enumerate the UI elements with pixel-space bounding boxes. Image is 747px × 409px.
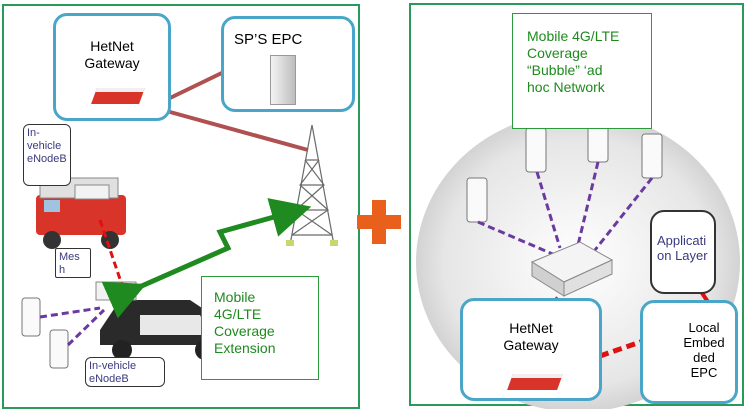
application-layer-label: Applicati on Layer [657,233,708,263]
mesh-label: Mes h [55,248,91,278]
phone-icon [466,117,663,223]
hetnet-gateway-right-box [460,298,602,401]
local-epc-box [640,300,738,404]
gateway-device-icon [91,88,145,104]
in-vehicle-enodeb-bottom: In-vehicle eNodeB [85,357,165,387]
coverage-arrow [101,198,312,319]
mesh-link-purple-2 [66,308,106,347]
link-gateway-tower [169,110,309,152]
hub-device-icon [530,241,614,297]
sp-epc-label: SP’S EPC [234,31,303,48]
cell-tower-icon [286,124,338,246]
mesh-links-purple [477,161,654,257]
server-icon [270,55,296,105]
application-layer-box [650,210,716,294]
in-vehicle-enodeb-top: In- vehicle eNodeB [23,124,71,186]
coverage-extension-label: Mobile 4G/LTE Coverage Extension [201,276,319,380]
local-epc-label: Local Embed ded EPC [683,320,725,380]
link-gateway-epc-local [599,337,647,359]
gateway-device-right-icon [507,374,563,390]
hetnet-gateway-label: HetNet Gateway [84,38,140,71]
hetnet-gateway-right-label: HetNet Gateway [503,320,559,353]
fire-truck-icon [36,177,126,249]
mesh-link-purple-1 [39,306,101,319]
plus-icon [357,200,401,244]
coverage-bubble-label: Mobile 4G/LTE Coverage “Bubble” ‘ad hoc … [512,13,652,129]
phone-icon [21,297,69,369]
